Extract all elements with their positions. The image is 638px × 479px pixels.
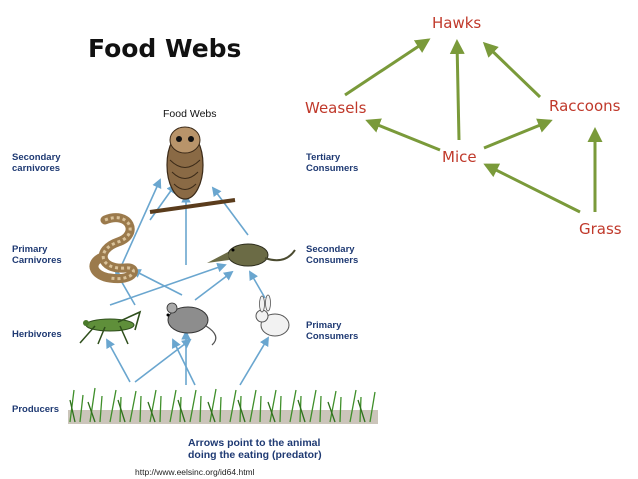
figure-art (68, 126, 378, 424)
figure-arrows (106, 178, 269, 386)
source-url: http://www.eelsinc.org/id64.html (135, 467, 255, 477)
node-grass: Grass (579, 220, 622, 238)
node-raccoons: Raccoons (549, 97, 621, 115)
label-tertiary-consumers: Tertiary Consumers (306, 152, 359, 174)
label-producers: Producers (12, 404, 59, 415)
arrow-raccoons-to-hawks (482, 41, 542, 99)
snake-icon (89, 213, 138, 284)
grass-icon (68, 387, 378, 424)
node-weasels: Weasels (305, 99, 367, 117)
page-title: Food Webs (88, 34, 242, 63)
figure-caption: Arrows point to the animal doing the eat… (188, 437, 322, 461)
arrow-weasels-to-hawks (344, 38, 431, 97)
node-mice: Mice (442, 148, 477, 166)
owl-icon (149, 126, 236, 214)
food-web-figure: Food Webs Secondary carnivores Primary C… (0, 100, 380, 479)
label-primary-consumers: Primary Consumers (306, 320, 359, 342)
label-herbivores: Herbivores (12, 329, 62, 340)
shrew-icon (207, 243, 296, 267)
figure-title: Food Webs (163, 108, 217, 120)
grasshopper-icon (79, 310, 142, 345)
node-hawks: Hawks (432, 14, 482, 32)
arrow-mice-to-hawks (449, 39, 465, 141)
label-secondary-carnivores: Secondary carnivores (12, 152, 61, 174)
label-secondary-consumers: Secondary Consumers (306, 244, 359, 266)
rabbit-icon (255, 294, 290, 337)
arrow-grass-to-mice (483, 163, 581, 214)
mouse-icon (166, 302, 217, 346)
arrow-mice-to-weasels (365, 118, 441, 152)
arrow-mice-to-raccoons (483, 118, 553, 150)
label-primary-carnivores: Primary Carnivores (12, 244, 62, 266)
